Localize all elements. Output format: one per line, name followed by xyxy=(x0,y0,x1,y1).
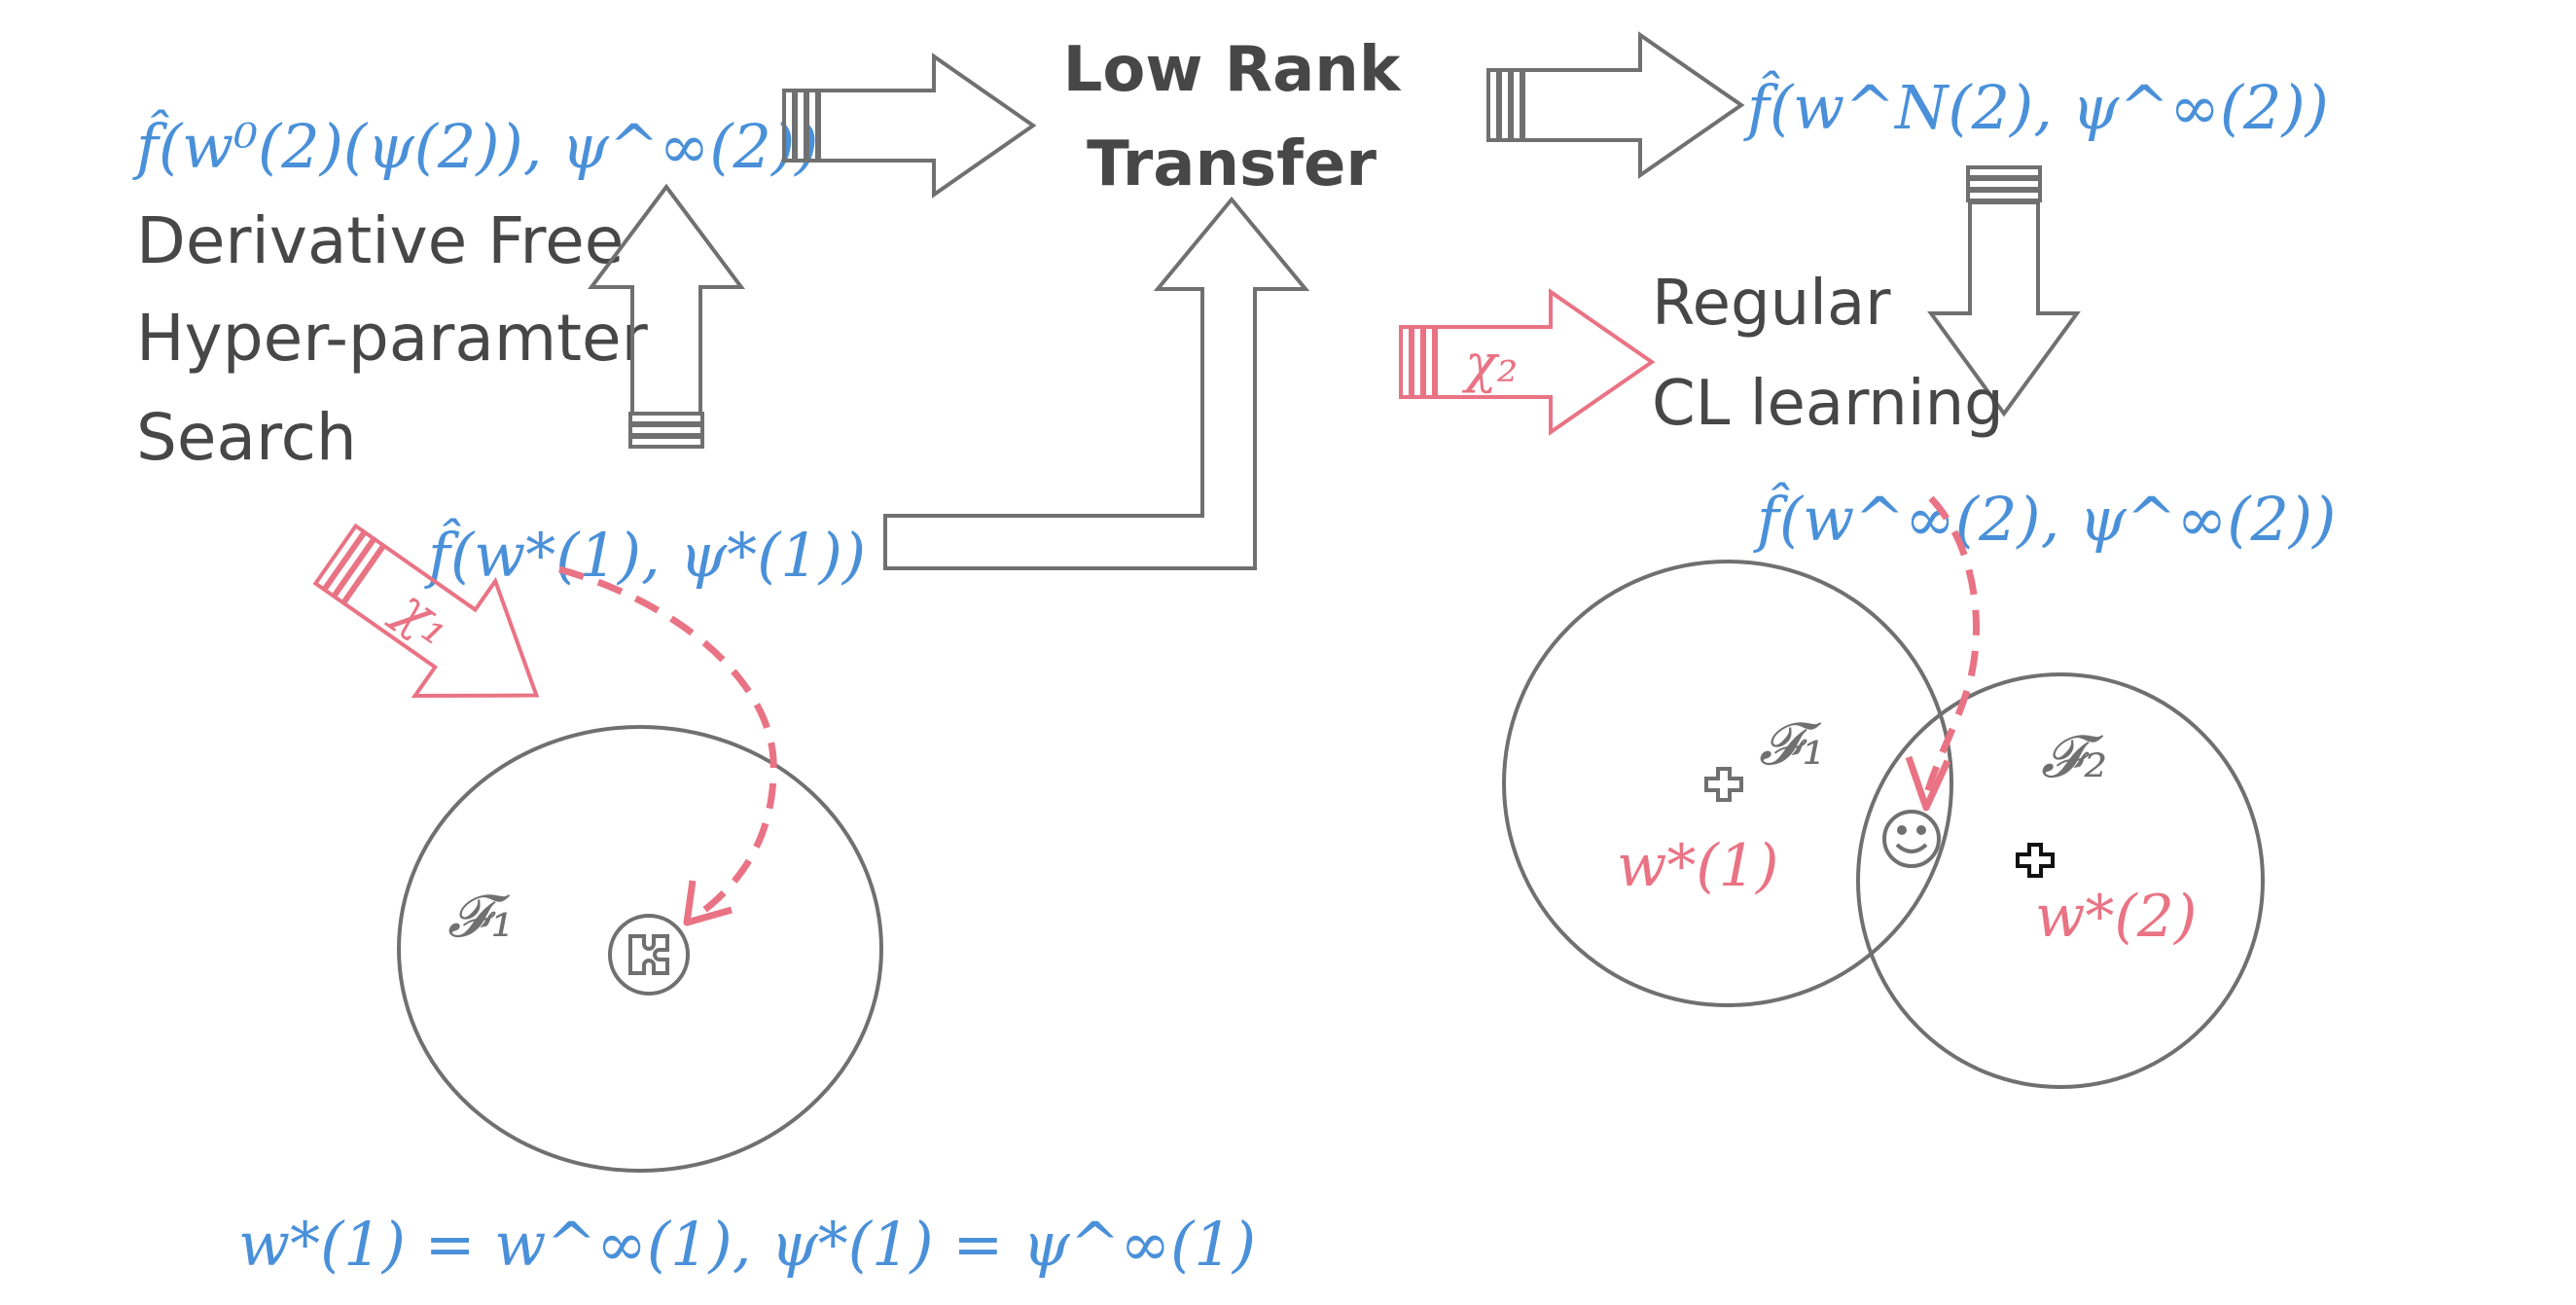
search-label-line2: Hyper-paramter xyxy=(136,301,649,376)
cross-icon xyxy=(1704,767,1743,802)
low-rank-label-line1: Low Rank xyxy=(1063,34,1402,106)
left-dashed-path xyxy=(558,565,777,920)
left-feasible-set-circle xyxy=(397,725,883,1173)
search-label-line1: Derivative Free xyxy=(136,203,624,278)
right-dashed-arrowhead xyxy=(1905,755,1951,812)
chi1-arrow xyxy=(312,523,540,699)
down-arrow-regular xyxy=(1927,165,2081,417)
equation-label: w*(1) = w^∞(1), ψ*(1) = ψ^∞(1) xyxy=(238,1209,1256,1280)
left-dashed-arrowhead xyxy=(683,880,733,926)
smiley-icon xyxy=(1882,810,1941,868)
bent-arrow-to-low-rank xyxy=(883,196,1310,570)
right-dashed-path xyxy=(1922,495,1980,798)
chi2-arrow xyxy=(1399,288,1656,436)
regular-label-line2: CL learning xyxy=(1652,368,2004,440)
f-wN-label: f̂(w^N(2), ψ^∞(2)) xyxy=(1743,71,2329,143)
up-arrow-search xyxy=(588,183,745,449)
regular-label-line1: Regular xyxy=(1652,268,1891,340)
cross-icon xyxy=(2016,843,2055,878)
right-F2-label: 𝓕₂ xyxy=(2041,723,2107,791)
right-F2-circle xyxy=(1856,672,2265,1089)
chi2-label: χ₂ xyxy=(1461,333,1518,394)
left-F1-label: 𝓕₁ xyxy=(447,883,514,951)
right-arrow-to-low-rank xyxy=(782,53,1037,199)
puzzle-face-icon xyxy=(608,914,690,996)
right-arrow-to-wN xyxy=(1486,31,1745,179)
right-wstar1-label: w*(1) xyxy=(1617,832,1778,900)
right-wstar2-label: w*(2) xyxy=(2035,883,2197,951)
f-winf-label: f̂(w^∞(2), ψ^∞(2)) xyxy=(1753,483,2336,555)
right-F1-label: 𝓕₁ xyxy=(1759,710,1825,779)
search-label-line3: Search xyxy=(136,400,357,475)
right-F1-circle xyxy=(1502,560,1953,1007)
f-start-label: f̂(w⁰(2)(ψ(2)), ψ^∞(2)) xyxy=(132,110,818,182)
low-rank-label-line2: Transfer xyxy=(1087,128,1377,200)
f-wstar1-label: f̂(w*(1), ψ*(1)) xyxy=(424,519,866,591)
